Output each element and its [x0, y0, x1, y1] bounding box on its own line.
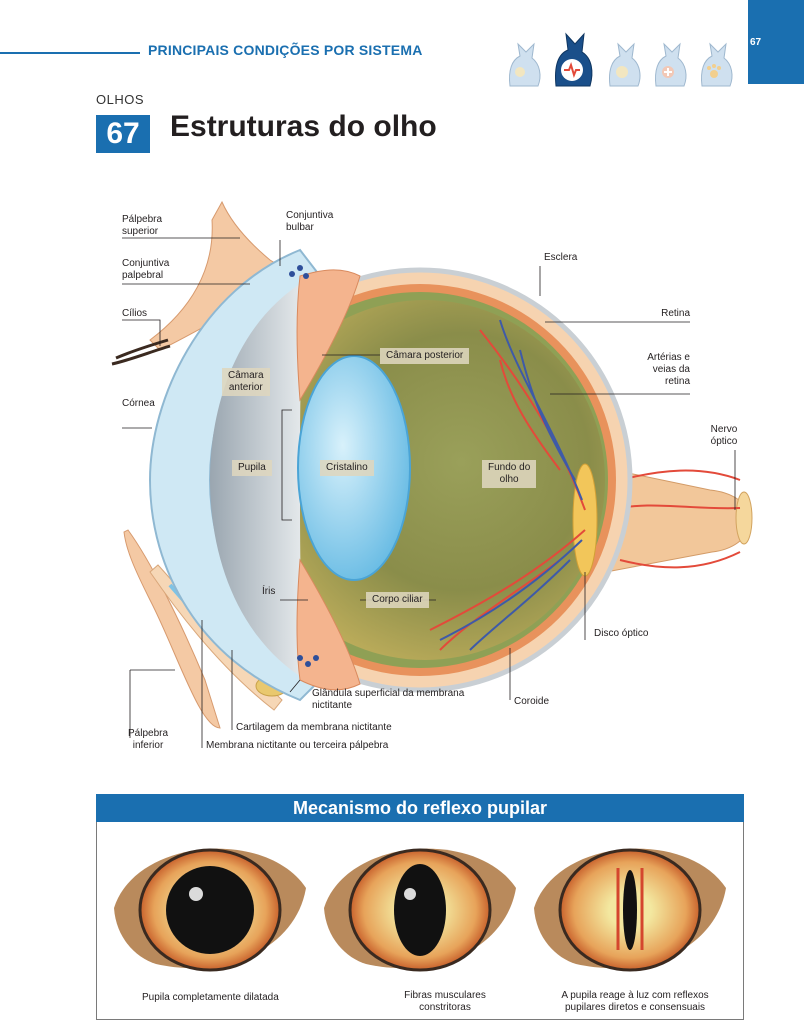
label-fundo-do-olho: Fundo do olho — [482, 460, 537, 488]
label-coroide: Coroide — [514, 696, 550, 707]
label-cilios: Cílios — [122, 308, 148, 319]
ciliary-body-lower — [296, 558, 361, 691]
label-corpo-ciliar: Corpo ciliar — [366, 592, 429, 608]
eyelashes — [111, 338, 171, 366]
label-camara-anterior: Câmara anterior — [222, 368, 270, 396]
cat-bone-icon — [509, 42, 541, 87]
label-palpebra-inferior: Pálpebra inferior — [128, 728, 169, 751]
label-esclera: Esclera — [544, 252, 578, 263]
cat-cross-icon — [655, 42, 687, 87]
section-label: OLHOS — [96, 92, 145, 107]
page-number: 67 — [750, 37, 762, 48]
label-pupila: Pupila — [232, 460, 272, 476]
label-palpebra-superior: Pálpebra superior — [122, 214, 163, 237]
label-disco-optico: Disco óptico — [594, 628, 649, 639]
label-conjuntiva-palpebral: Conjuntiva palpebral — [122, 258, 170, 281]
chapter-number: 67 — [96, 115, 150, 153]
cat-paw-icon — [701, 42, 733, 87]
caption-reflex: A pupila reage à luz com reflexos pupila… — [561, 990, 709, 1013]
page-tab — [748, 0, 804, 84]
label-conjuntiva-bulbar: Conjuntiva bulbar — [286, 210, 334, 233]
header-rule — [0, 52, 140, 54]
cat-heart-icon — [555, 32, 593, 87]
ciliary-body-upper — [296, 269, 361, 402]
caption-fibers: Fibras musculares constritoras — [404, 990, 486, 1013]
eye-constricted — [534, 848, 726, 972]
label-retina: Retina — [661, 308, 690, 319]
retinal-vessels — [429, 319, 586, 651]
pupil-illustrations — [114, 848, 726, 972]
label-iris: Íris — [262, 586, 276, 597]
label-membrana-nictitante: Membrana nictitante ou terceira pálpebra — [206, 740, 389, 751]
eye-anatomy-illustration — [111, 200, 753, 748]
label-glandula: Glândula superficial da membrana nictita… — [312, 688, 465, 711]
page-title: Estruturas do olho — [170, 110, 437, 143]
eye-constricting — [324, 848, 516, 972]
conjunctival-vessels — [289, 265, 319, 667]
label-cornea: Córnea — [122, 398, 155, 409]
cat-pill-icon — [609, 42, 641, 87]
running-title: PRINCIPAIS CONDIÇÕES POR SISTEMA — [148, 42, 423, 58]
label-arterias: Artérias e veias da retina — [647, 352, 690, 387]
caption-dilated: Pupila completamente dilatada — [142, 992, 279, 1003]
eye-dilated — [114, 848, 306, 972]
optic-disc — [572, 463, 598, 577]
panel-title: Mecanismo do reflexo pupilar — [96, 794, 744, 822]
label-cartilagem: Cartilagem da membrana nictitante — [236, 722, 392, 733]
label-cristalino: Cristalino — [320, 460, 374, 476]
leader-lines — [122, 237, 736, 748]
label-camara-posterior: Câmara posterior — [380, 348, 470, 364]
label-nervo-optico: Nervo óptico — [710, 424, 738, 447]
